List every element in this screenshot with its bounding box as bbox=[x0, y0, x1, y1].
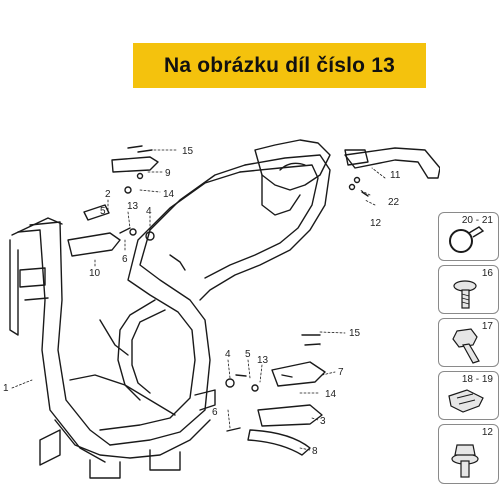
callout-5-bottom: 5 bbox=[245, 349, 251, 360]
callout-22: 22 bbox=[388, 197, 400, 208]
callout-6-top: 6 bbox=[122, 254, 128, 265]
side-part-box-flange-bolt: 12 bbox=[438, 424, 499, 484]
side-part-box-screw: 16 bbox=[438, 265, 499, 314]
callout-11: 11 bbox=[390, 170, 401, 181]
callout-5-top: 5 bbox=[100, 206, 106, 217]
part-2-pin bbox=[83, 204, 110, 221]
frame-exploded-diagram: 15 9 14 2 5 13 4 6 10 11 22 12 15 4 5 13… bbox=[3, 139, 440, 479]
callout-13-bottom: 13 bbox=[257, 355, 269, 366]
part-7-bracket bbox=[271, 361, 326, 387]
part-9-handle bbox=[111, 156, 159, 173]
callout-12: 12 bbox=[370, 218, 382, 229]
main-frame bbox=[9, 139, 331, 479]
screw-icon bbox=[453, 280, 477, 309]
side-part-label: 12 bbox=[481, 427, 493, 438]
spring-clip-nut-icon bbox=[448, 389, 484, 413]
callout-4-top: 4 bbox=[146, 206, 152, 217]
fasteners bbox=[119, 145, 369, 432]
part-number-banner: Na obrázku díl číslo 13 bbox=[133, 43, 426, 88]
side-part-label: 20 - 21 bbox=[461, 215, 493, 226]
callout-10: 10 bbox=[89, 268, 101, 279]
part-10-bracket bbox=[67, 232, 121, 257]
hex-bolt-icon bbox=[452, 328, 480, 364]
callout-3: 3 bbox=[320, 416, 326, 427]
part-8-handle bbox=[247, 429, 311, 456]
banner-title: Na obrázku díl číslo 13 bbox=[163, 53, 395, 77]
flange-bolt-icon bbox=[451, 444, 479, 478]
side-part-label: 16 bbox=[481, 268, 493, 279]
callout-9: 9 bbox=[165, 168, 171, 179]
leader-lines bbox=[11, 149, 386, 451]
side-part-box-clamp: 20 - 21 bbox=[438, 212, 499, 261]
part-3-bracket bbox=[257, 404, 323, 427]
callout-13-top: 13 bbox=[127, 201, 139, 212]
callout-14-top: 14 bbox=[163, 189, 175, 200]
part-11-carrier bbox=[344, 147, 440, 179]
callout-8: 8 bbox=[312, 446, 318, 457]
callout-15-bottom: 15 bbox=[349, 328, 361, 339]
side-part-label: 17 bbox=[481, 321, 493, 332]
callout-7: 7 bbox=[338, 367, 344, 378]
side-part-box-hex-bolt: 17 bbox=[438, 318, 499, 367]
callout-15-top: 15 bbox=[182, 146, 194, 157]
callout-14-bottom: 14 bbox=[325, 389, 337, 400]
callout-1: 1 bbox=[3, 383, 9, 394]
hose-clamp-icon bbox=[449, 226, 485, 253]
callout-6-bottom: 6 bbox=[212, 407, 218, 418]
callout-2: 2 bbox=[105, 189, 111, 200]
callout-labels: 15 9 14 2 5 13 4 6 10 11 22 12 15 4 5 13… bbox=[3, 146, 401, 457]
callout-4-bottom: 4 bbox=[225, 349, 231, 360]
side-part-box-clip-nut: 18 - 19 bbox=[438, 371, 499, 420]
side-part-label: 18 - 19 bbox=[461, 374, 493, 385]
